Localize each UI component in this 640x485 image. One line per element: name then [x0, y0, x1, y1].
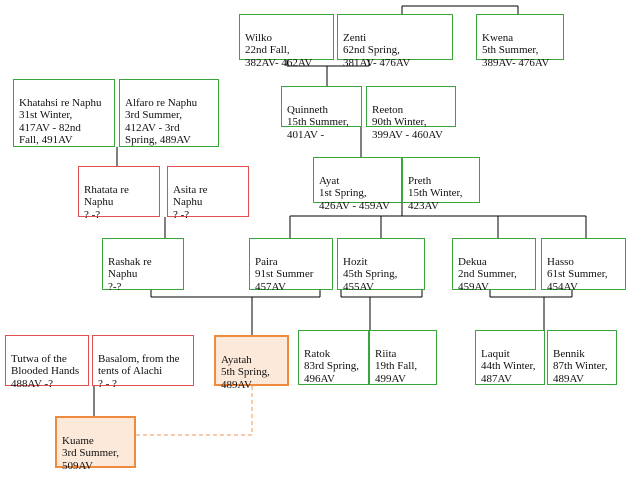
person-name: Hasso [547, 255, 574, 268]
person-name: Quinneth [287, 103, 328, 116]
person-dates: 44th Winter, 487AV [481, 360, 536, 385]
person-name: Alfaro re Naphu [125, 96, 198, 109]
person-name: Zenti [343, 31, 367, 44]
person-dates: 488AV -? [11, 377, 54, 390]
person-dates: 91st Summer 457AV [255, 268, 314, 293]
person-name: Kwena [482, 31, 514, 44]
person-dates: 3rd Summer, 509AV [62, 447, 119, 472]
person-name: Khatahsi re Naphu [19, 96, 102, 109]
person-dates: 31st Winter, 417AV - 82nd Fall, 491AV [19, 109, 81, 146]
person-name: Ayatah [221, 353, 252, 366]
person-name: Riita [375, 347, 397, 360]
person-dates: 22nd Fall, 382AV- 462AV [245, 44, 313, 69]
person-name: Ratok [304, 347, 331, 360]
person-dates: ? - ? [98, 377, 117, 390]
person-name: Rhatata re Naphu [84, 183, 129, 209]
person-dates: 45th Spring, 455AV [343, 268, 398, 293]
person-dates: ? -? [84, 208, 101, 221]
person-name: Tutwa of the Blooded Hands [11, 352, 80, 378]
person-dates: 1st Spring, 426AV - 459AV [319, 187, 390, 212]
person-dates: 90th Winter, 399AV - 460AV [372, 116, 443, 141]
person-dates: 15th Winter, 423AV [408, 187, 463, 212]
person-name: Asita re Naphu [173, 183, 208, 209]
person-name: Basalom, from the tents of Alachi [98, 352, 180, 378]
person-dates: ?-? [108, 280, 122, 293]
person-name: Kuame [62, 434, 94, 447]
person-dates: 2nd Summer, 459AV [458, 268, 517, 293]
person-rhatata: Rhatata re Naphu? -? [78, 166, 160, 221]
person-dates: 83rd Spring, 496AV [304, 360, 359, 385]
person-dates: 15th Summer, 401AV - [287, 116, 349, 141]
person-name: Wilko [245, 31, 273, 44]
person-dates: 5th Summer, 389AV- 476AV [482, 44, 550, 69]
person-asita: Asita re Naphu? -? [167, 166, 249, 221]
person-dates: 5th Spring, 489AV [221, 366, 270, 391]
person-basalom: Basalom, from the tents of Alachi? - ? [92, 335, 194, 390]
person-name: Bennik [553, 347, 585, 360]
person-dates: 62nd Spring, 381AV- 476AV [343, 44, 411, 69]
person-dates: ? -? [173, 208, 190, 221]
person-name: Laquit [481, 347, 510, 360]
person-rashak: Rashak re Naphu?-? [102, 238, 184, 293]
person-name: Reeton [372, 103, 404, 116]
person-dates: 61st Summer, 454AV [547, 268, 608, 293]
person-dates: 19th Fall, 499AV [375, 360, 418, 385]
person-name: Preth [408, 174, 432, 187]
person-name: Hozit [343, 255, 368, 268]
person-name: Ayat [319, 174, 340, 187]
person-dates: 87th Winter, 489AV [553, 360, 608, 385]
person-name: Paira [255, 255, 278, 268]
person-name: Rashak re Naphu [108, 255, 152, 281]
person-name: Dekua [458, 255, 487, 268]
person-dates: 3rd Summer, 412AV - 3rd Spring, 489AV [125, 109, 191, 146]
